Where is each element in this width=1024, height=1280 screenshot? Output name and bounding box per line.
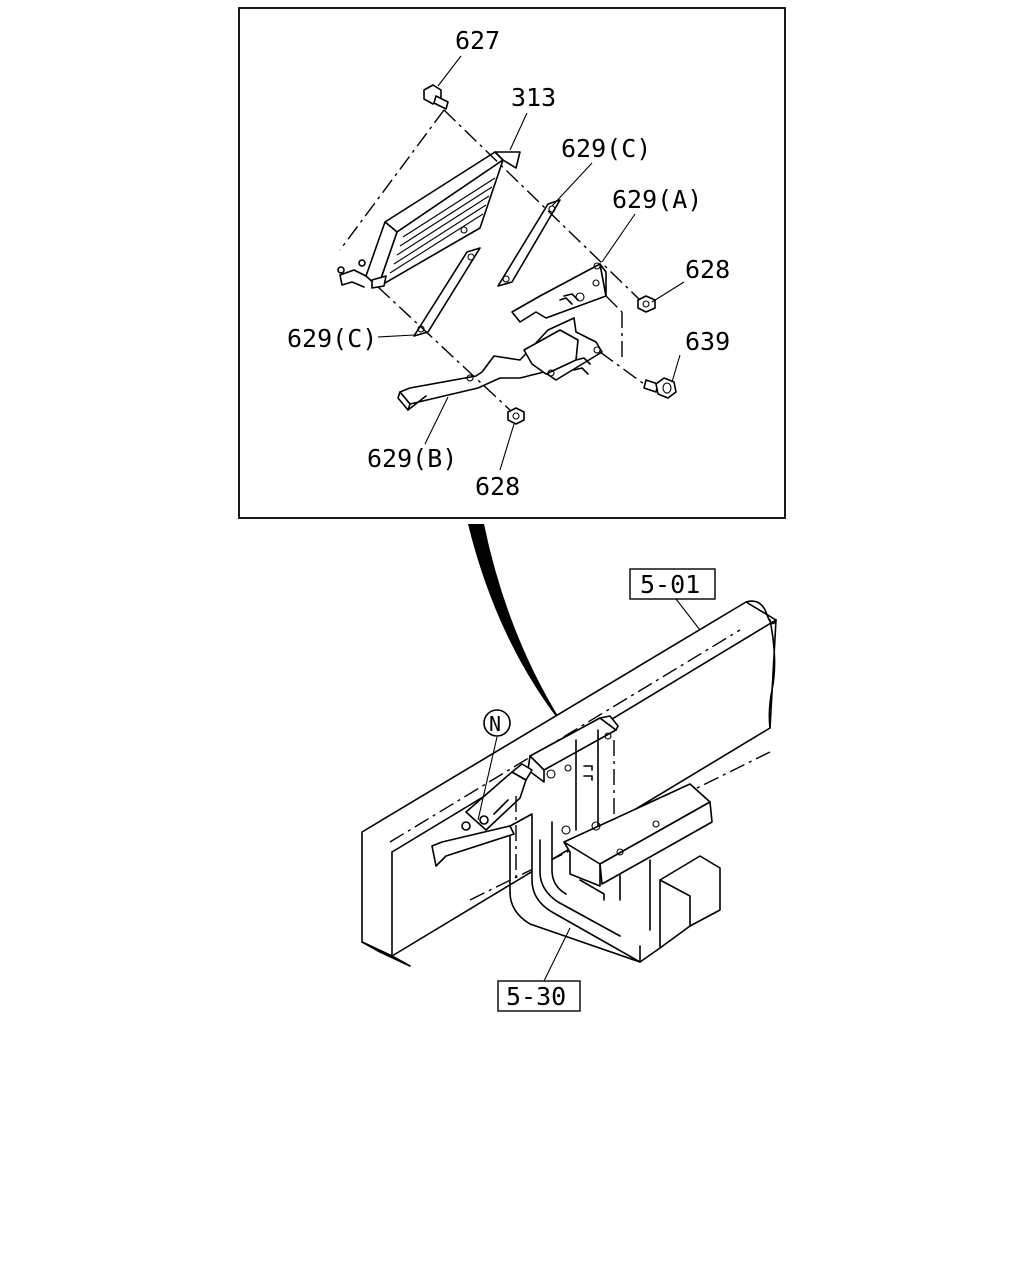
mounted-assembly [431, 715, 619, 880]
spacer-629c-lower [413, 247, 481, 337]
callout-629c-top: 629(C) [561, 134, 651, 163]
channel-bracket [563, 783, 713, 887]
ref-box-501 [629, 568, 716, 631]
callout-313: 313 [511, 83, 556, 112]
bolt-639 [643, 377, 677, 399]
bolt-627 [423, 84, 449, 110]
callout-627: 627 [455, 26, 500, 55]
callout-629b: 629(B) [367, 444, 457, 473]
detail-pointer-arrow [468, 524, 568, 732]
callout-629a: 629(A) [612, 185, 702, 214]
nut-628-bottom [507, 407, 525, 425]
detail-frame [238, 7, 786, 519]
marker-n [477, 709, 511, 821]
callout-629c-left: 629(C) [287, 324, 377, 353]
crossmember-530 [509, 813, 721, 963]
bracket-629a [511, 262, 607, 323]
callout-639: 639 [685, 327, 730, 356]
component-313 [337, 151, 521, 289]
nut-628-right [637, 295, 656, 313]
marker-n-label: N [489, 712, 501, 736]
callout-628-right: 628 [685, 255, 730, 284]
callout-628-bottom: 628 [475, 472, 520, 501]
assembly-lines [339, 109, 645, 411]
ref-501-label: 5-01 [640, 570, 700, 599]
ref-box-530 [497, 927, 581, 1012]
ref-530-label: 5-30 [506, 982, 566, 1011]
bracket-629b [397, 317, 603, 411]
detail-leaders [377, 55, 685, 471]
